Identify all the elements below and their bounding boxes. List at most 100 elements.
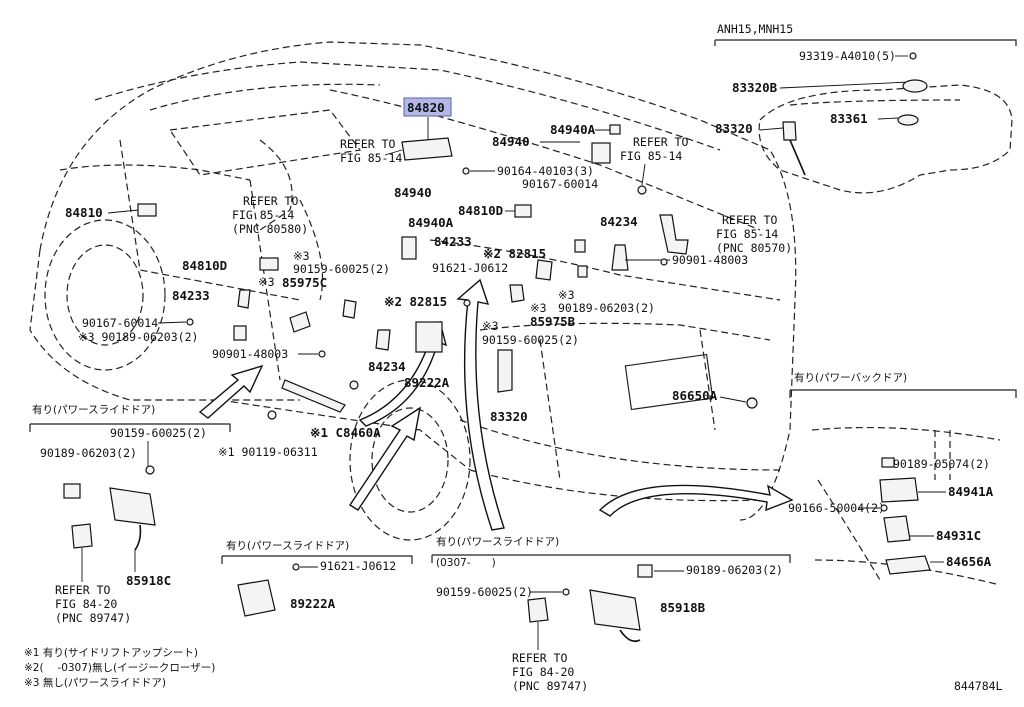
part-label-89222a-mid[interactable]: 89222A (404, 375, 450, 390)
refer-label-b-line1: REFER TO (633, 135, 688, 149)
part-label-84233-left[interactable]: 84233 (172, 288, 210, 303)
inset-slide-date-refer-2: FIG 84-20 (512, 665, 574, 679)
inset-back-door-b-label[interactable]: 84931C (936, 528, 981, 543)
inset-slide-left-ecu-label[interactable]: 85918C (126, 573, 171, 588)
inset-slide-left-clip-label[interactable]: 90189-06203(2) (40, 446, 137, 460)
refer-label-a-line1: REFER TO (340, 137, 395, 151)
refer-label-c-line1: REFER TO (243, 194, 298, 208)
inset-slide-mid-header: 有り(パワースライドドア) (226, 539, 349, 552)
inset-slide-mid-bolt-label[interactable]: 91621-J0612 (320, 559, 396, 573)
part-label-84810d-left[interactable]: 84810D (182, 258, 227, 273)
note-3-d: ※3 (530, 301, 547, 315)
inset-back-door-84941a[interactable] (879, 477, 919, 503)
tank-inset-header: ANH15,MNH15 (717, 22, 793, 36)
tank-label-83361[interactable]: 83361 (830, 111, 868, 126)
figure-code: 844784L (954, 679, 1003, 693)
refer-label-d-line2: FIG 85-14 (716, 227, 778, 241)
part-84940a-top-shape[interactable] (609, 124, 621, 135)
inset-slide-date-bolt-label[interactable]: 90159-60025(2) (436, 585, 533, 599)
inset-slide-date: 有り(パワースライドドア) (0307- ) 90189-06203(2) 90… (431, 535, 791, 693)
inset-back-door-c-label[interactable]: 84656A (946, 554, 992, 569)
part-label-90901-a[interactable]: 90901-48003 (672, 253, 748, 267)
refer-label-d-line3: (PNC 80570) (716, 241, 792, 255)
part-label-86650a[interactable]: 86650A (672, 388, 718, 403)
refer-label-c-line2: FIG 85-14 (232, 208, 294, 222)
tank-inset: ANH15,MNH15 93319-A4010(5) 83320B 83361 … (714, 22, 1017, 194)
inset-slide-left-ecu[interactable] (109, 487, 156, 526)
part-label-83320-main[interactable]: 83320 (490, 409, 528, 424)
inset-slide-date-refer-3: (PNC 89747) (512, 679, 588, 693)
tank-label-83320b[interactable]: 83320B (732, 80, 778, 95)
inset-slide-date-refer-1: REFER TO (512, 651, 567, 665)
refer-label-b-line2: FIG 85-14 (620, 149, 682, 163)
tank-label-83320[interactable]: 83320 (715, 121, 753, 136)
inset-back-door-screw-label[interactable]: 90166-50004(2) (788, 501, 885, 515)
note-3-c: ※3 (558, 288, 575, 302)
inset-back-door-84931c[interactable] (883, 515, 911, 543)
part-label-84234-mid[interactable]: 84234 (368, 359, 406, 374)
refer-label-d-line1: REFER TO (722, 213, 777, 227)
part-label-90167-a[interactable]: 90167-60014 (522, 177, 598, 191)
part-label-90901-b[interactable]: 90901-48003 (212, 347, 288, 361)
part-label-85975b[interactable]: 85975B (530, 314, 576, 329)
inset-slide-date-sub: (0307- ) (436, 557, 496, 569)
inset-back-door-84656a[interactable] (885, 555, 931, 575)
inset-slide-date-ecu-label[interactable]: 85918B (660, 600, 706, 615)
inset-slide-date-clip-label[interactable]: 90189-06203(2) (686, 563, 783, 577)
main-part-labels: REFER TO FIG 85-14 84940 84940A REFER TO… (65, 122, 792, 459)
part-label-84940-top[interactable]: 84940 (492, 134, 530, 149)
part-label-84820[interactable]: 84820 (407, 100, 445, 115)
part-label-84940a-top[interactable]: 84940A (550, 122, 596, 137)
refer-label-c-line3: (PNC 80580) (232, 222, 308, 236)
inset-back-door-header: 有り(パワーバックドア) (794, 371, 907, 384)
part-label-84810[interactable]: 84810 (65, 205, 103, 220)
note-3-b: ※3 (258, 275, 275, 289)
part-84820-highlight[interactable]: 84820 (401, 97, 453, 161)
part-label-84940-mid[interactable]: 84940 (394, 185, 432, 200)
inset-slide-left-refer-3: (PNC 89747) (55, 611, 131, 625)
part-label-90159-a[interactable]: 90159-60025(2) (293, 262, 390, 276)
inset-slide-date-header: 有り(パワースライドドア) (436, 535, 559, 548)
tank-label-bolt[interactable]: 93319-A4010(5) (799, 49, 896, 63)
part-label-84233-mid[interactable]: 84233 (434, 234, 472, 249)
note-3-e: ※3 (482, 319, 499, 333)
note-3-a: ※3 (293, 249, 310, 263)
vehicle-body-outline (29, 41, 797, 541)
part-label-90167-b[interactable]: 90167-60014 (82, 316, 158, 330)
inset-slide-left-refer-2: FIG 84-20 (55, 597, 117, 611)
part-label-82815-a[interactable]: ※2 82815 (483, 246, 546, 261)
part-label-90189-a[interactable]: 90189-06203(2) (558, 301, 655, 315)
inset-slide-left-bolt-label[interactable]: 90159-60025(2) (110, 426, 207, 440)
assembly-arrows (198, 278, 794, 531)
part-84940-mid-shape[interactable] (401, 236, 417, 260)
part-label-90119[interactable]: ※1 90119-06311 (218, 445, 318, 459)
footnote-3: ※3 無し(パワースライドドア) (24, 676, 166, 689)
inset-slide-mid: 有り(パワースライドドア) 91621-J0612 89222A (221, 539, 413, 617)
inset-back-door-a-label[interactable]: 84941A (948, 484, 994, 499)
part-label-84810d-top[interactable]: 84810D (458, 203, 503, 218)
part-label-84234-right[interactable]: 84234 (600, 214, 638, 229)
part-label-90189-b[interactable]: ※3 90189-06203(2) (78, 330, 198, 344)
part-84810-shape[interactable] (137, 203, 157, 217)
part-label-91621-a[interactable]: 91621-J0612 (432, 261, 508, 275)
inset-slide-left: 有り(パワースライドドア) 90159-60025(2) 90189-06203… (29, 403, 231, 625)
part-label-90159-b[interactable]: 90159-60025(2) (482, 333, 579, 347)
inset-slide-mid-part[interactable] (237, 579, 276, 617)
inset-back-door-clip-label[interactable]: 90189-05074(2) (893, 457, 990, 471)
part-84940-top-shape[interactable] (591, 142, 611, 164)
part-label-84940a-mid[interactable]: 84940A (408, 215, 454, 230)
inset-back-door: 有り(パワーバックドア) 90189-05074(2) 84941A 90166… (788, 371, 1017, 586)
footnote-2: ※2( -0307)無し(イージークローザー) (24, 661, 215, 674)
part-84810d-top-shape[interactable] (514, 204, 532, 218)
part-label-c8460a[interactable]: ※1 C8460A (310, 425, 381, 440)
part-label-90164[interactable]: 90164-40103(3) (497, 164, 594, 178)
part-84810d-left-shape[interactable] (259, 257, 279, 271)
inset-slide-left-refer-1: REFER TO (55, 583, 110, 597)
footnote-1: ※1 有り(サイドリフトアップシート) (24, 646, 198, 659)
inset-slide-mid-part-label[interactable]: 89222A (290, 596, 336, 611)
part-89222a-mid-shape[interactable] (415, 321, 443, 353)
inset-slide-date-ecu[interactable] (589, 589, 641, 631)
part-label-85975c[interactable]: 85975C (282, 275, 327, 290)
part-label-82815-b[interactable]: ※2 82815 (384, 294, 447, 309)
